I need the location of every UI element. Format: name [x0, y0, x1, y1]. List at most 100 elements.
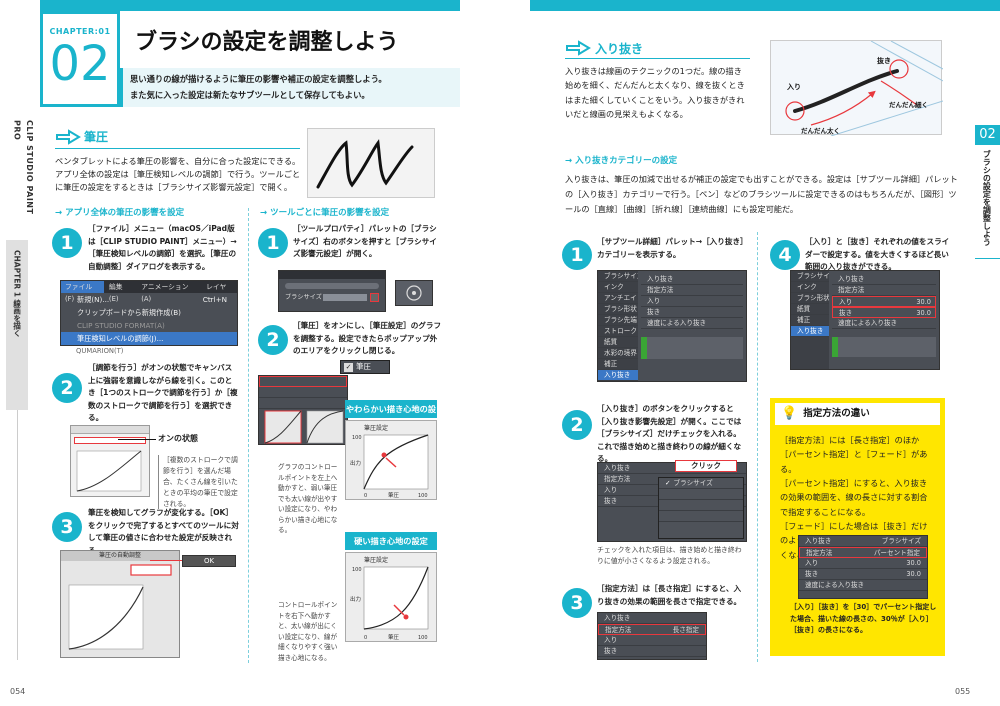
r4-prop-taper[interactable]: 入り抜き — [832, 274, 936, 285]
category-item[interactable]: インク — [598, 282, 638, 293]
r-step-1-number: 1 — [562, 240, 592, 270]
auto-adjust-dialog-1 — [70, 425, 150, 497]
dialog-ok-button[interactable]: OK — [182, 555, 236, 567]
category-item[interactable]: ブラシサイズ — [598, 271, 638, 282]
popup-row[interactable] — [659, 500, 743, 511]
menu-edit[interactable]: 編集(E) — [108, 283, 123, 303]
category-item[interactable]: 補正 — [598, 359, 638, 370]
side-line — [17, 410, 18, 660]
menu-bar: ファイル(F) 編集(E) アニメーション(A) レイヤー — [61, 281, 237, 303]
r4-category-item[interactable]: 補正 — [791, 315, 829, 326]
r4-category-item[interactable]: インク — [791, 282, 829, 293]
intro-line-2: また気に入った設定は新たなサブツールとして保存してもよい。 — [130, 90, 370, 100]
category-item[interactable]: ストローク — [598, 326, 638, 337]
side-line-right — [975, 258, 1000, 259]
prop-out[interactable]: 抜き — [641, 307, 743, 318]
step-2-text: ［調節を行う］がオンの状態でキャンバス上に強弱を意識しながら線を引く。このとき［… — [88, 363, 238, 423]
category-item[interactable]: ブラシ形状 — [598, 304, 638, 315]
side-label-text: CLIP STUDIO PAINT PRO — [12, 120, 34, 215]
subtool-detail-panel: ブラシサイズ インク アンチエイリアス ブラシ形状 ブラシ先端 ストローク 紙質… — [597, 270, 747, 382]
menu-item-qumarion[interactable]: QUMARION(T) — [76, 347, 124, 355]
r4-category-item[interactable]: ブラシ形状 — [791, 293, 829, 304]
speed-row — [259, 398, 347, 409]
hard-curve-svg: 筆圧設定 100 出力 0 筆圧 100 — [350, 556, 429, 641]
tip-title: 指定方法の違い — [803, 407, 870, 419]
menu-item-clipboard[interactable]: クリップボードから新規作成(B) — [77, 308, 181, 317]
method-row-in[interactable]: 入り — [598, 635, 706, 646]
menu-item-pressure[interactable]: 筆圧検知レベルの調節(J)... — [61, 332, 237, 345]
soft-graph-xmin: 0 — [364, 493, 367, 499]
method-row-taper-label: 入り抜き — [604, 614, 631, 622]
menu-item-new[interactable]: 新規(N)... Ctrl+N — [61, 293, 237, 306]
col1-head-text: アプリ全体の筆圧の影響を設定 — [65, 208, 185, 218]
influence-popup-icon — [395, 280, 433, 306]
method-row-taper[interactable]: 入り抜き — [598, 613, 706, 624]
side-number-box: 02 — [975, 125, 1000, 145]
dialog-ok-label: OK — [203, 557, 215, 565]
influence-row-taper[interactable]: 入り抜き — [598, 463, 746, 474]
prop-in[interactable]: 入り — [641, 296, 743, 307]
r4-prop-speed[interactable]: 速度による入り抜き — [832, 318, 936, 329]
tip-row-method-value: パーセント指定 — [873, 549, 920, 557]
tool-step-2-number: 2 — [258, 325, 288, 355]
popup-brush-size[interactable]: ✓ブラシサイズ — [659, 478, 743, 489]
checkbox-icon[interactable]: ✓ — [344, 362, 353, 372]
page-title: ブラシの設定を調整しよう — [135, 30, 399, 55]
category-item[interactable]: ブラシ先端 — [598, 315, 638, 326]
method-row-method[interactable]: 指定方法長さ指定 — [598, 624, 706, 635]
brush-size-label: ブラシサイズ — [285, 294, 322, 301]
r-step-1-text: ［サブツール詳細］パレット→［入り抜き］カテゴリーを表示する。 — [597, 237, 744, 259]
method-value: 長さ指定 — [672, 626, 699, 634]
r4-category-list: ブラシサイズ インク ブラシ形状 紙質 補正 入り抜き — [791, 271, 829, 369]
hard-caption: コントロールポイントを右下へ動かすと、太い線が出にくい設定になり、線が細くなりや… — [278, 601, 338, 662]
file-menu-screenshot: ファイル(F) 編集(E) アニメーション(A) レイヤー 新規(N)... C… — [60, 280, 238, 346]
soft-graph-ylabel: 出力 — [350, 459, 361, 467]
category-item[interactable]: 水彩の境界 — [598, 348, 638, 359]
hard-graph-ymax: 100 — [352, 567, 362, 573]
method-row-out[interactable]: 抜き — [598, 646, 706, 657]
menu-layer[interactable]: レイヤー — [206, 283, 227, 303]
tip-row-taper[interactable]: 入り抜きブラシサイズ — [799, 536, 927, 547]
popup-row[interactable] — [659, 511, 743, 522]
prop-taper[interactable]: 入り抜き — [641, 274, 743, 285]
step-2-number: 2 — [52, 373, 82, 403]
influence-popup: ✓ブラシサイズ — [658, 477, 744, 539]
ok-connector — [150, 560, 182, 561]
on-radio-highlight — [74, 437, 146, 444]
r4-category-item-taper[interactable]: 入り抜き — [791, 326, 829, 337]
tip-row-in-value: 30.0 — [906, 559, 921, 567]
r4-category-item[interactable]: ブラシサイズ — [791, 271, 829, 282]
prop-speed[interactable]: 速度による入り抜き — [641, 318, 743, 329]
category-item[interactable]: 紙質 — [598, 337, 638, 348]
stroke-sample — [307, 128, 435, 198]
mini-graph — [264, 410, 344, 444]
r4-prop-method[interactable]: 指定方法 — [832, 285, 936, 296]
diagram-label-out: 抜き — [877, 56, 891, 65]
menu-file[interactable]: ファイル(F) — [61, 281, 104, 303]
tip-row-method[interactable]: 指定方法パーセント指定 — [799, 547, 927, 558]
step-2-note: ［複数のストロークで調節を行う］を選んだ場合、たくさん線を引いたときの平均の筆圧… — [158, 455, 243, 510]
influence-settings-panel — [258, 375, 348, 445]
popup-row[interactable] — [659, 489, 743, 500]
brush-size-slider[interactable] — [323, 294, 367, 302]
column-divider — [248, 208, 249, 663]
category-item[interactable]: アンチエイリアス — [598, 293, 638, 304]
stroke-preview — [285, 283, 379, 289]
taper-underline — [565, 58, 750, 59]
tip-row-speed[interactable]: 速度による入り抜き — [799, 580, 927, 591]
soft-graph-xmax: 100 — [418, 493, 428, 499]
tool-step-2-text: ［筆圧］をオンにし、［筆圧設定］のグラフを調整する。設定できたらポップアップ外の… — [293, 321, 442, 356]
prop-method[interactable]: 指定方法 — [641, 285, 743, 296]
pressure-body-2: アプリ全体の設定は［筆圧検知レベルの調節］で行う。ツールごと — [55, 169, 301, 179]
category-item-taper[interactable]: 入り抜き — [598, 370, 638, 381]
menu-item-format[interactable]: CLIP STUDIO FORMAT(A) — [77, 321, 165, 330]
brush-size-influence-button[interactable] — [370, 293, 379, 303]
menu-animation[interactable]: アニメーション(A) — [141, 283, 189, 303]
r4-category-item[interactable]: 紙質 — [791, 304, 829, 315]
arrow-icon: → — [260, 208, 271, 218]
